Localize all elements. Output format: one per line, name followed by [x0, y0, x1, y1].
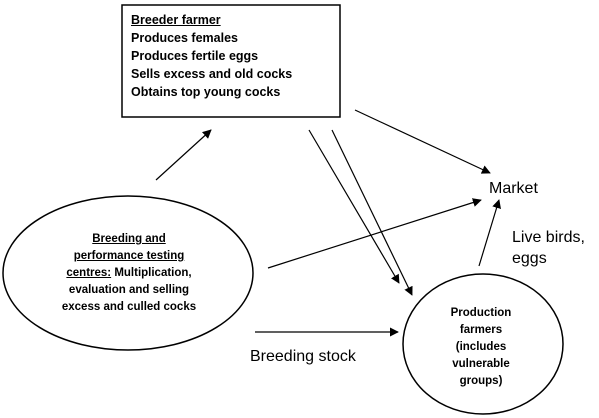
breeder-farmer-line: Obtains top young cocks — [131, 85, 281, 99]
breeder-farmer-line: Sells excess and old cocks — [131, 67, 293, 81]
breeder-farmer-line: Produces females — [131, 31, 238, 45]
breeding-centres-title-line: Breeding and — [92, 233, 166, 245]
production-farmers-line: groups) — [459, 375, 503, 387]
production-farmers-text: Production farmers (includes vulnerable … — [408, 305, 554, 390]
arrow-breeder-to-market — [354, 109, 491, 174]
arrow-centres-to-market — [267, 198, 482, 269]
arrow-breeder-to-production-2 — [331, 129, 413, 296]
live-birds-line: Live birds, — [512, 229, 585, 246]
breeding-centres-title-line: performance testing — [73, 250, 185, 262]
breeder-farmer-title: Breeder farmer — [131, 13, 221, 27]
breeding-centres-line: evaluation and selling — [68, 284, 190, 296]
eggs-line: eggs — [512, 250, 547, 267]
breeding-centres-title-line: centres: — [66, 267, 112, 279]
breeder-farmer-line: Produces fertile eggs — [131, 49, 259, 63]
production-farmers-ellipse — [402, 273, 564, 415]
production-farmers-line: vulnerable — [452, 358, 510, 370]
breeder-farmer-box — [121, 4, 341, 118]
breeder-farmer-text: Breeder farmer Produces females Produces… — [131, 11, 292, 101]
live-birds-eggs-label: Live birds, eggs — [512, 227, 585, 269]
breeding-centres-line: centres: Multiplication, — [20, 265, 238, 282]
breeding-centres-line: excess and culled cocks — [61, 301, 197, 313]
breeding-stock-label: Breeding stock — [250, 348, 356, 365]
breeding-centres-text: Breeding and performance testing centres… — [20, 231, 238, 316]
breeding-centres-line-rest: Multiplication, — [111, 267, 192, 279]
arrow-production-to-market — [478, 199, 501, 267]
production-farmers-line: farmers — [459, 324, 503, 336]
production-farmers-line: Production — [450, 307, 512, 319]
breeding-centres-ellipse — [2, 195, 254, 351]
market-label: Market — [489, 180, 538, 197]
arrow-centres-to-breeder — [155, 129, 212, 181]
arrow-breeder-to-production-1 — [308, 129, 400, 284]
production-farmers-line: (includes — [455, 341, 507, 353]
